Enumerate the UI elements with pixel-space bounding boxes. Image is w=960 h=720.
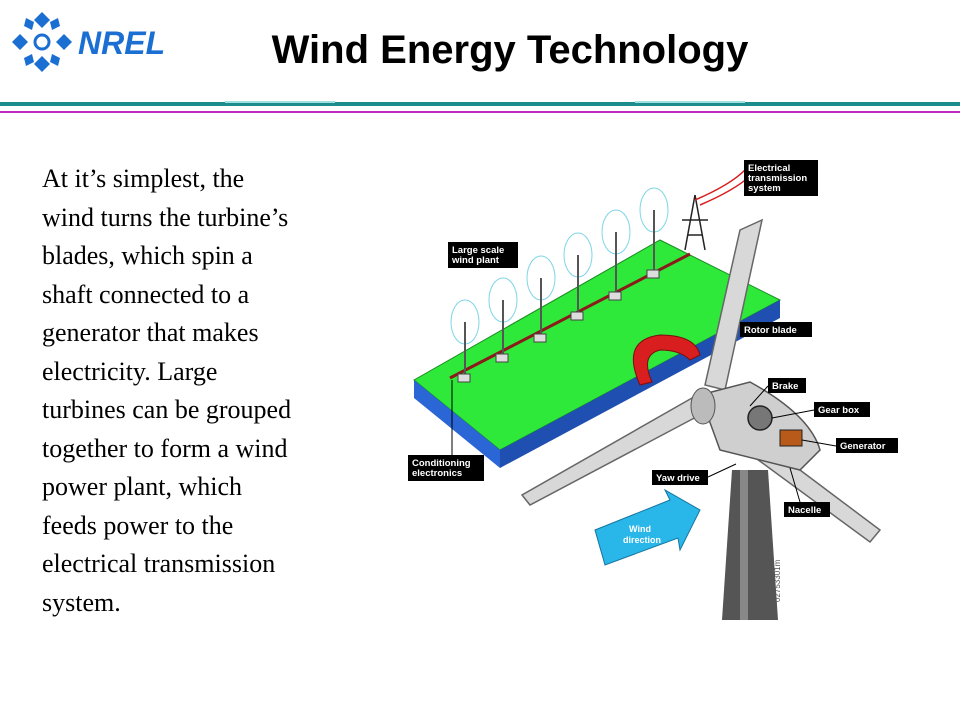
label-large-scale-wind-plant: Large scale wind plant [448, 242, 518, 268]
svg-text:transmission: transmission [748, 173, 807, 184]
svg-text:Yaw drive: Yaw drive [656, 473, 700, 484]
svg-text:Rotor blade: Rotor blade [744, 325, 797, 336]
label-gear-box: Gear box [771, 402, 870, 419]
header-divider [0, 101, 960, 113]
svg-text:Nacelle: Nacelle [788, 505, 821, 516]
nrel-logo: NREL [12, 12, 165, 72]
svg-text:Conditioning: Conditioning [412, 458, 471, 469]
svg-text:Generator: Generator [840, 441, 886, 452]
nacelle [690, 381, 821, 471]
svg-text:system: system [748, 183, 781, 194]
slide-title: Wind Energy Technology [271, 28, 749, 72]
label-electrical-transmission: Electrical transmission system [744, 160, 818, 196]
label-brake: Brake [749, 378, 806, 407]
small-turbine [563, 232, 593, 321]
body-paragraph: At it’s simplest, the wind turns the tur… [42, 164, 292, 617]
small-turbine [450, 299, 480, 383]
label-generator: Generator [801, 438, 898, 453]
figure-code: 02753301m [773, 559, 782, 602]
label-rotor-blade: Rotor blade [740, 322, 812, 337]
svg-text:Wind: Wind [629, 524, 651, 534]
label-nacelle: Nacelle [784, 467, 830, 517]
svg-text:wind plant: wind plant [451, 255, 500, 266]
wind-direction-arrow: Wind direction [594, 488, 701, 566]
wind-turbine-diagram: Wind direction Electrical transmission s… [408, 160, 898, 620]
nrel-logo-mark [12, 12, 72, 72]
nrel-logo-text: NREL [78, 25, 165, 61]
svg-text:Brake: Brake [772, 381, 798, 392]
small-turbine [639, 187, 669, 279]
svg-text:Electrical: Electrical [748, 163, 790, 174]
small-turbine [488, 277, 518, 363]
main-turbine-tower [722, 470, 778, 620]
svg-text:Gear box: Gear box [818, 405, 860, 416]
small-turbine [601, 209, 631, 301]
svg-text:direction: direction [623, 535, 661, 545]
small-turbine [526, 255, 556, 343]
svg-text:Large scale: Large scale [452, 245, 504, 256]
small-turbine-row [450, 187, 669, 383]
svg-text:electronics: electronics [412, 468, 462, 479]
label-yaw-drive: Yaw drive [652, 463, 737, 485]
label-conditioning-electronics: Conditioning electronics [408, 380, 484, 481]
rotation-arrow [632, 334, 701, 386]
